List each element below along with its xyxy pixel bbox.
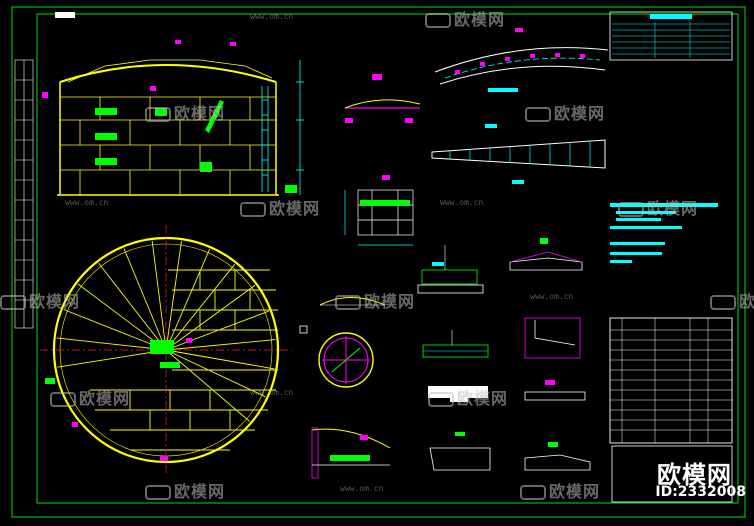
watermark: 欧模网: [428, 385, 508, 409]
detail-box-2: [524, 317, 581, 359]
watermark-url: www.om.cn: [65, 198, 109, 207]
outer-frame: [11, 6, 746, 518]
tank-elevation: [42, 40, 304, 196]
watermark: 欧模网: [335, 288, 415, 312]
roof-spoke: [98, 262, 167, 351]
roof-spoke: [165, 349, 250, 422]
roof-spoke: [165, 263, 236, 351]
roof-spoke: [165, 248, 211, 351]
watermark-url: www.om.cn: [250, 388, 294, 397]
table-top: [609, 11, 733, 61]
detail-joint-4: [429, 432, 491, 471]
roof-spoke: [165, 349, 275, 370]
roof-spoke: [77, 283, 167, 351]
detail-ramp-2: [524, 380, 586, 401]
detail-joint-1: [417, 245, 484, 294]
roof-spoke: [56, 337, 167, 351]
detail-ramp-1: [509, 238, 583, 271]
roof-spoke: [123, 248, 167, 351]
roof-spoke: [165, 339, 276, 351]
detail-ramp-3: [524, 442, 591, 471]
watermark: 欧模网: [425, 6, 505, 30]
detail-beam-small: [344, 74, 421, 123]
watermark: 欧模网: [520, 478, 600, 502]
watermark-brand-large: 欧模网: [657, 461, 732, 489]
roof-spoke: [165, 310, 270, 351]
watermark: 欧模网: [525, 100, 605, 124]
watermark: 欧模网: [618, 195, 698, 219]
watermark-url: www.om.cn: [340, 484, 384, 493]
detail-joint-2: [422, 330, 489, 358]
watermark: 欧模网: [710, 288, 754, 312]
roof-spoke: [165, 241, 182, 351]
detail-arc-beam: [299, 297, 386, 334]
notes-block: [610, 203, 718, 263]
watermark: 欧模网: [50, 385, 130, 409]
watermark-url: www.om.cn: [530, 292, 574, 301]
roof-spoke: [63, 309, 167, 351]
watermark: 欧模网: [145, 100, 225, 124]
watermark: 欧模网: [240, 195, 320, 219]
detail-curved-beam: [434, 28, 609, 92]
roof-spoke: [57, 349, 167, 368]
detail-arc-lower: [311, 427, 391, 479]
watermark-id: ID:2332008: [655, 484, 746, 500]
roof-spoke: [165, 349, 266, 398]
table-bottom: [609, 317, 733, 503]
title-marker: [55, 12, 75, 18]
watermark-url: www.om.cn: [250, 12, 294, 21]
detail-tapered-beam: [431, 124, 606, 184]
inner-frame: [36, 13, 739, 504]
detail-manhole-plan: [318, 332, 374, 388]
watermark: 欧模网: [0, 288, 80, 312]
binding-strip: [14, 59, 34, 329]
tank-plan: [40, 225, 292, 475]
detail-joint-3: [428, 386, 488, 402]
detail-section-box: [344, 189, 414, 246]
roof-spoke: [165, 284, 256, 351]
roof-spoke: [151, 240, 167, 351]
watermark: 欧模网: [145, 478, 225, 502]
watermark-url: www.om.cn: [440, 198, 484, 207]
